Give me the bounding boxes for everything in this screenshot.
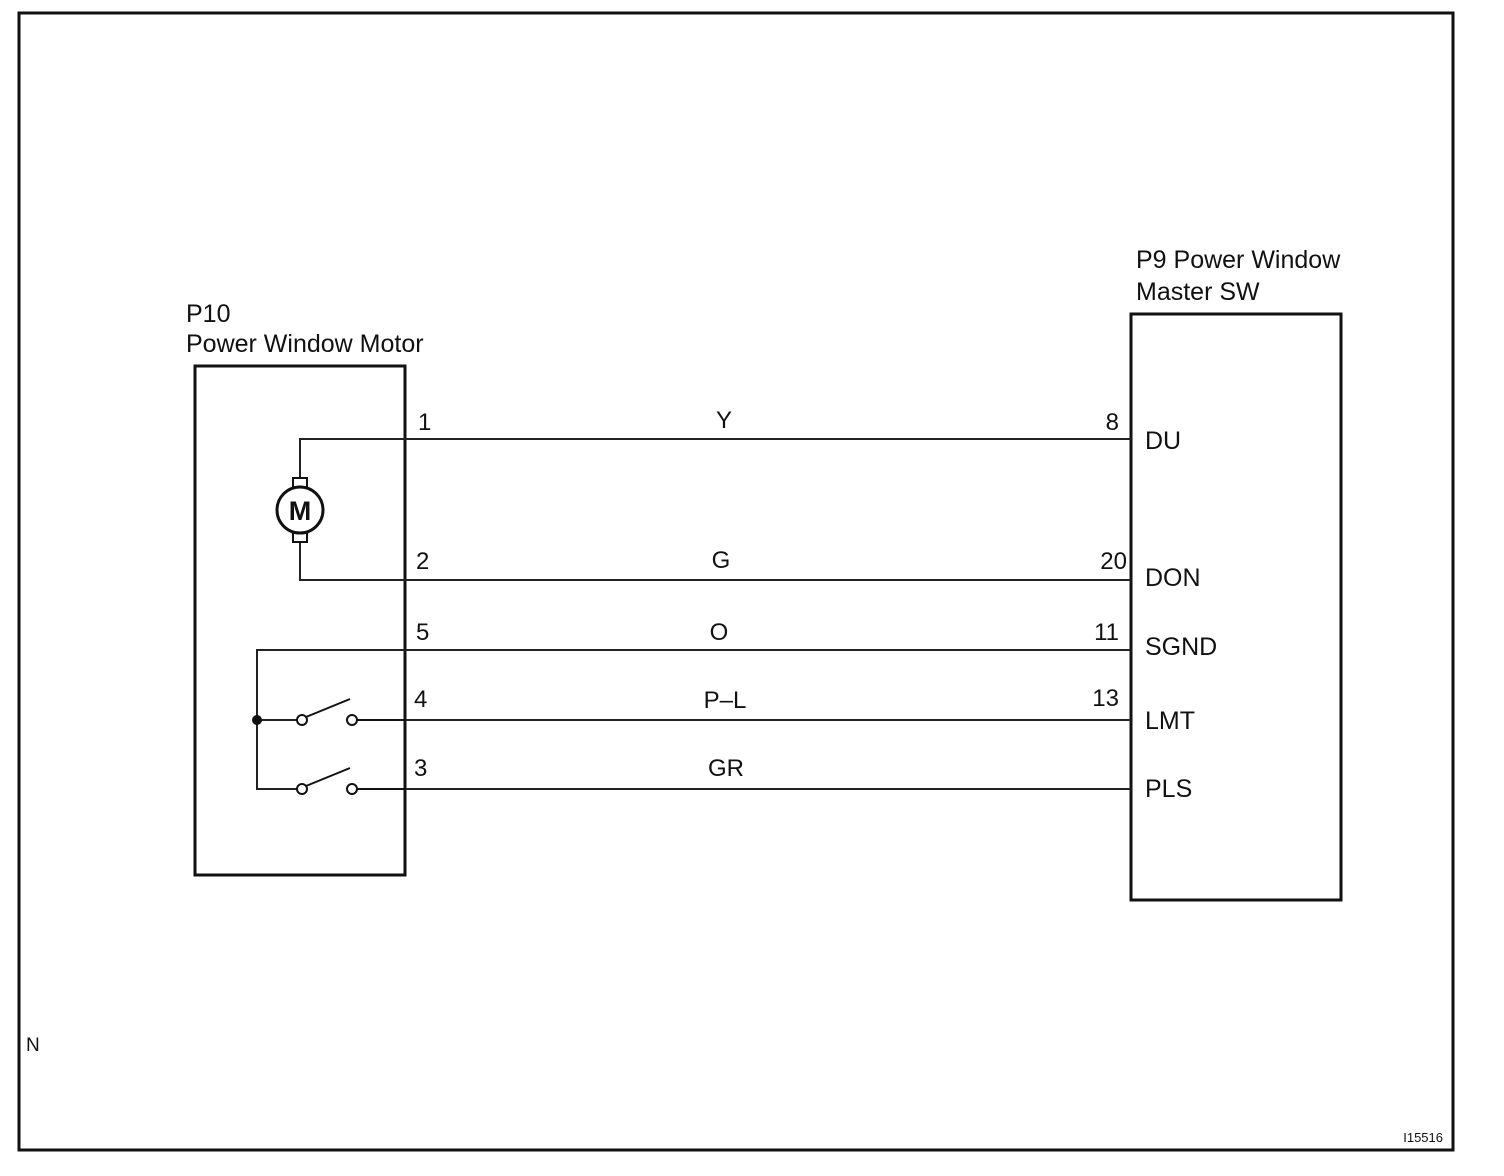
corner-mark: N [26,1035,40,1056]
wire-color-label: G [712,547,731,574]
motor-internal-circuit: M [252,438,1131,795]
master-switch-box [1129,312,1343,902]
wire-color-label: O [710,619,729,646]
diagram-frame [17,11,1455,1152]
motor-name-label: Power Window Motor [186,330,424,358]
motor-pin-label: 2 [416,548,429,575]
motor-pin-label: 5 [416,619,429,646]
switch-pin-label: 13 [1092,685,1119,712]
master-switch-label-line2: Master SW [1136,278,1260,306]
terminal-label: SGND [1145,633,1217,661]
pulse-switch-icon [296,767,406,795]
wire-du: 1 Y 8 DU [406,407,1181,455]
motor-pin-label: 1 [418,409,431,436]
wire-color-label: P–L [704,687,747,714]
motor-symbol-text: M [289,496,312,526]
switch-pin-label: 11 [1094,619,1119,646]
wire-pls: 3 GR PLS [406,755,1192,803]
motor-pin-label: 4 [414,686,427,713]
motor-pin-label: 3 [414,755,427,782]
limit-switch-icon [296,698,406,726]
wire-sgnd: 5 O 11 SGND [416,619,1217,661]
wire-color-label: GR [708,755,744,782]
motor-id-label: P10 [186,300,230,328]
terminal-label: DU [1145,427,1181,455]
motor-icon [275,485,325,535]
master-switch-label-line1: P9 Power Window [1136,246,1341,274]
wire-don: 2 G 20 DON [406,547,1201,592]
terminal-label: LMT [1145,707,1195,735]
wire-lmt: 4 P–L 13 LMT [406,685,1195,735]
junction-dot [252,715,262,725]
terminal-label: DON [1145,564,1201,592]
figure-id: I15516 [1403,1130,1443,1145]
switch-pin-label: 8 [1106,409,1119,436]
terminal-label: PLS [1145,775,1192,803]
wire-color-label: Y [716,407,732,434]
motor-connector-box [193,364,407,877]
switch-pin-label: 20 [1100,548,1127,575]
